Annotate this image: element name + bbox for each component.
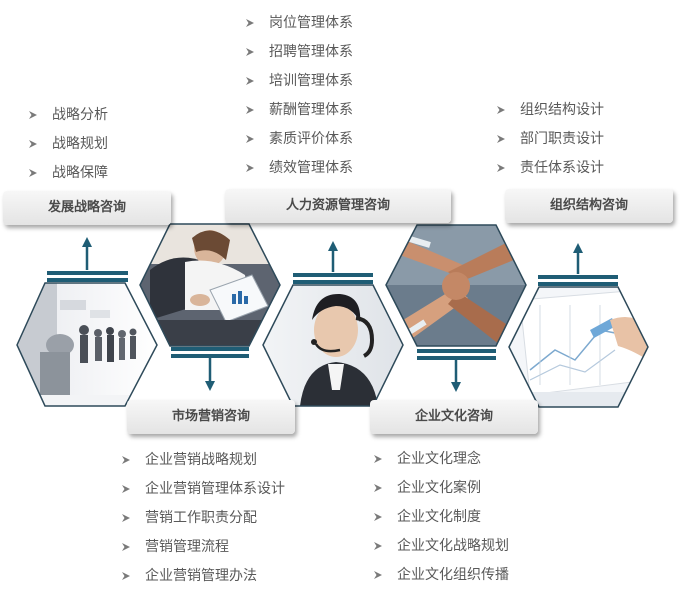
chevron-right-icon (374, 513, 382, 521)
list-item: 岗位管理体系 (245, 9, 353, 38)
chevron-right-icon (122, 485, 130, 493)
hexagon-image-customer-service (262, 284, 404, 407)
arrow-up-icon (573, 243, 583, 253)
list-item: 组织结构设计 (496, 96, 604, 125)
chevron-right-icon (374, 542, 382, 550)
hexagon-image-chart-documents (508, 286, 649, 408)
connector-marketing (171, 347, 249, 391)
list-org: 组织结构设计 部门职责设计 责任体系设计 (496, 96, 604, 183)
arrow-up-icon (82, 237, 92, 247)
chevron-right-icon (122, 456, 130, 464)
label-strategy: 发展战略咨询 (3, 191, 171, 225)
list-item: 绩效管理体系 (245, 154, 353, 183)
chevron-right-icon (122, 543, 130, 551)
list-item: 企业营销管理体系设计 (121, 475, 285, 504)
arrow-down-icon (451, 382, 461, 392)
list-item: 战略分析 (28, 101, 108, 130)
chevron-right-icon (29, 111, 37, 119)
list-item: 战略规划 (28, 130, 108, 159)
hexagon-image-linked-hands (385, 224, 527, 347)
connector-hr (293, 241, 373, 284)
chevron-right-icon (29, 140, 37, 148)
label-culture: 企业文化咨询 (370, 400, 538, 434)
list-item: 素质评价体系 (245, 125, 353, 154)
list-marketing: 企业营销战略规划 企业营销管理体系设计 营销工作职责分配 营销管理流程 企业营销… (121, 446, 285, 591)
chevron-right-icon (246, 77, 254, 85)
arrow-down-icon (205, 381, 215, 391)
chevron-right-icon (246, 164, 254, 172)
connector-strategy (47, 237, 128, 282)
arrow-up-icon (328, 241, 338, 251)
list-strategy: 战略分析 战略规划 战略保障 (28, 101, 108, 188)
chevron-right-icon (497, 164, 505, 172)
list-item: 企业营销管理办法 (121, 562, 285, 591)
chevron-right-icon (374, 484, 382, 492)
list-item: 企业文化理念 (373, 445, 509, 474)
hexagon-image-business-people (16, 282, 158, 407)
chevron-right-icon (246, 19, 254, 27)
list-item: 责任体系设计 (496, 154, 604, 183)
chevron-right-icon (246, 135, 254, 143)
list-item: 营销工作职责分配 (121, 504, 285, 533)
chevron-right-icon (374, 571, 382, 579)
chevron-right-icon (122, 514, 130, 522)
list-item: 招聘管理体系 (245, 38, 353, 67)
chevron-right-icon (497, 135, 505, 143)
chevron-right-icon (29, 169, 37, 177)
chevron-right-icon (122, 572, 130, 580)
chevron-right-icon (246, 48, 254, 56)
list-item: 企业文化制度 (373, 503, 509, 532)
label-marketing: 市场营销咨询 (127, 400, 295, 434)
list-item: 企业营销战略规划 (121, 446, 285, 475)
list-hr: 岗位管理体系 招聘管理体系 培训管理体系 薪酬管理体系 素质评价体系 绩效管理体… (245, 9, 353, 183)
list-item: 部门职责设计 (496, 125, 604, 154)
hexagon-image-team-meeting (139, 223, 281, 347)
list-item: 企业文化案例 (373, 474, 509, 503)
list-item: 企业文化组织传播 (373, 561, 509, 590)
chevron-right-icon (497, 106, 505, 114)
list-item: 营销管理流程 (121, 533, 285, 562)
connector-org (538, 243, 618, 286)
label-hr: 人力资源管理咨询 (225, 189, 451, 223)
list-item: 薪酬管理体系 (245, 96, 353, 125)
list-item: 企业文化战略规划 (373, 532, 509, 561)
list-item: 战略保障 (28, 159, 108, 188)
list-item: 培训管理体系 (245, 67, 353, 96)
label-org: 组织结构咨询 (505, 189, 673, 223)
chevron-right-icon (374, 455, 382, 463)
list-culture: 企业文化理念 企业文化案例 企业文化制度 企业文化战略规划 企业文化组织传播 (373, 445, 509, 590)
connector-culture (417, 349, 496, 392)
chevron-right-icon (246, 106, 254, 114)
